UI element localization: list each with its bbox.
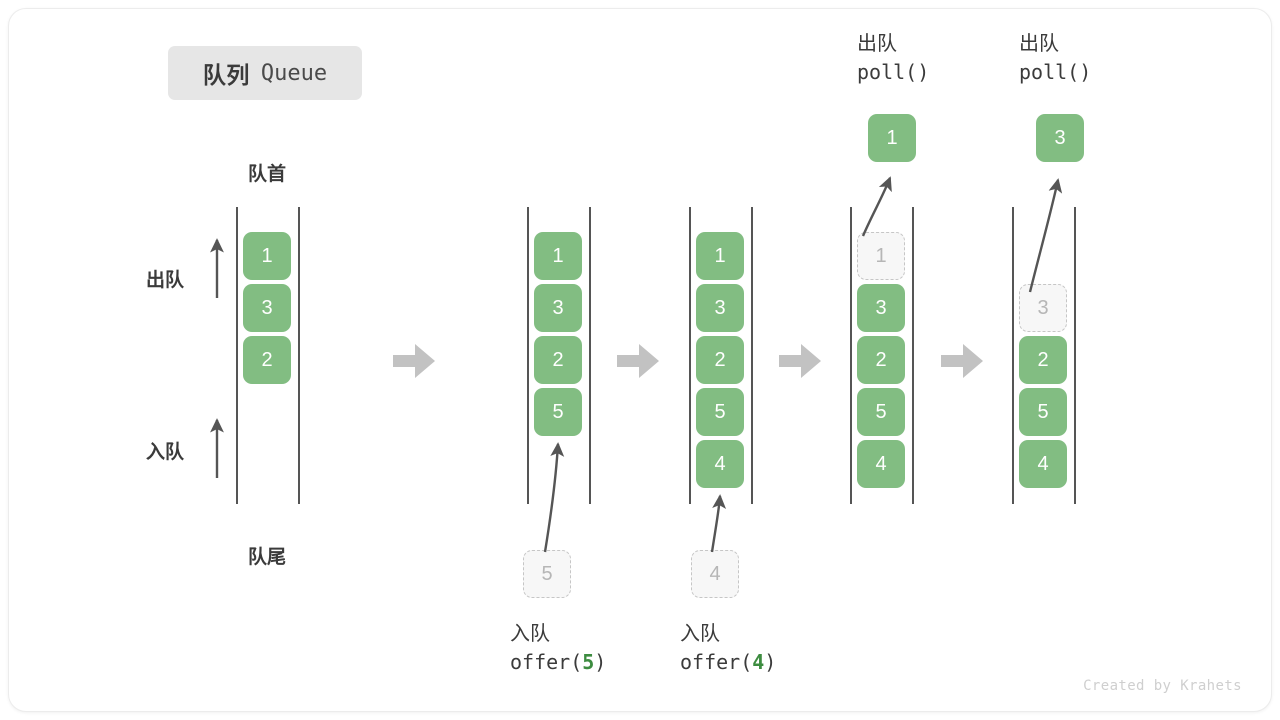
operation-code: offer(4) — [680, 648, 776, 676]
queue-cell: 2 — [696, 336, 744, 384]
queue-cell: 2 — [243, 336, 291, 384]
rail-left — [527, 207, 529, 504]
queue-cell: 2 — [534, 336, 582, 384]
queue-cell: 2 — [857, 336, 905, 384]
step-separator-arrow-icon — [779, 344, 821, 378]
rail-right — [751, 207, 753, 504]
queue-cell: 4 — [1019, 440, 1067, 488]
operation-caption-offer-4: 入队 offer(4) — [680, 620, 776, 677]
polled-cell: 1 — [868, 114, 916, 162]
operation-code: poll() — [1019, 60, 1092, 85]
operation-code-arg: 5 — [582, 650, 595, 675]
operation-code-tail: ) — [594, 650, 607, 675]
queue-rear-label: 队尾 — [247, 547, 286, 568]
rail-right — [912, 207, 914, 504]
operation-code: offer(5) — [510, 648, 606, 676]
rail-right — [1074, 207, 1076, 504]
queue-cell: 5 — [1019, 388, 1067, 436]
operation-code-head: offer( — [680, 650, 753, 675]
rail-left — [689, 207, 691, 504]
step-separator-arrow-icon — [617, 344, 659, 378]
operation-name: 入队 — [680, 623, 720, 645]
queue-cell: 1 — [243, 232, 291, 280]
queue-cell: 5 — [857, 388, 905, 436]
enqueue-direction-label: 入队 — [146, 442, 185, 463]
step-separator-arrow-icon — [941, 344, 983, 378]
queue-cell: 2 — [1019, 336, 1067, 384]
operation-code: poll() — [857, 60, 930, 85]
pending-cell: 5 — [523, 550, 571, 598]
operation-caption-offer-5: 入队 offer(5) — [510, 620, 606, 677]
step-separator-arrow-icon — [393, 344, 435, 378]
pending-cell: 4 — [691, 550, 739, 598]
queue-front-label: 队首 — [247, 164, 286, 185]
credit-text: Created by Krahets — [1083, 678, 1242, 694]
rail-left — [236, 207, 238, 504]
operation-code-head: offer( — [510, 650, 583, 675]
title-chinese: 队列 — [202, 62, 250, 88]
queue-cell: 3 — [696, 284, 744, 332]
queue-cell: 4 — [857, 440, 905, 488]
dequeue-direction-label: 出队 — [146, 270, 185, 291]
title-english: Queue — [260, 60, 328, 86]
operation-name: 出队 — [1019, 33, 1059, 55]
operation-name: 出队 — [857, 33, 897, 55]
operation-code-tail: ) — [764, 650, 777, 675]
queue-cell: 5 — [696, 388, 744, 436]
queue-cell: 1 — [534, 232, 582, 280]
queue-cell-new: 5 — [534, 388, 582, 436]
operation-caption-poll-1: 出队 poll() — [857, 30, 929, 87]
queue-cell-removed: 3 — [1019, 284, 1067, 332]
rail-right — [298, 207, 300, 504]
rail-right — [589, 207, 591, 504]
rail-left — [850, 207, 852, 504]
queue-cell-new: 4 — [696, 440, 744, 488]
queue-cell-removed: 1 — [857, 232, 905, 280]
queue-cell: 1 — [696, 232, 744, 280]
title-badge: 队列 Queue — [168, 46, 362, 100]
rail-left — [1012, 207, 1014, 504]
queue-cell: 3 — [243, 284, 291, 332]
queue-cell: 3 — [534, 284, 582, 332]
operation-name: 入队 — [510, 623, 550, 645]
queue-cell: 3 — [857, 284, 905, 332]
polled-cell: 3 — [1036, 114, 1084, 162]
operation-caption-poll-3: 出队 poll() — [1019, 30, 1091, 87]
operation-code-arg: 4 — [752, 650, 765, 675]
